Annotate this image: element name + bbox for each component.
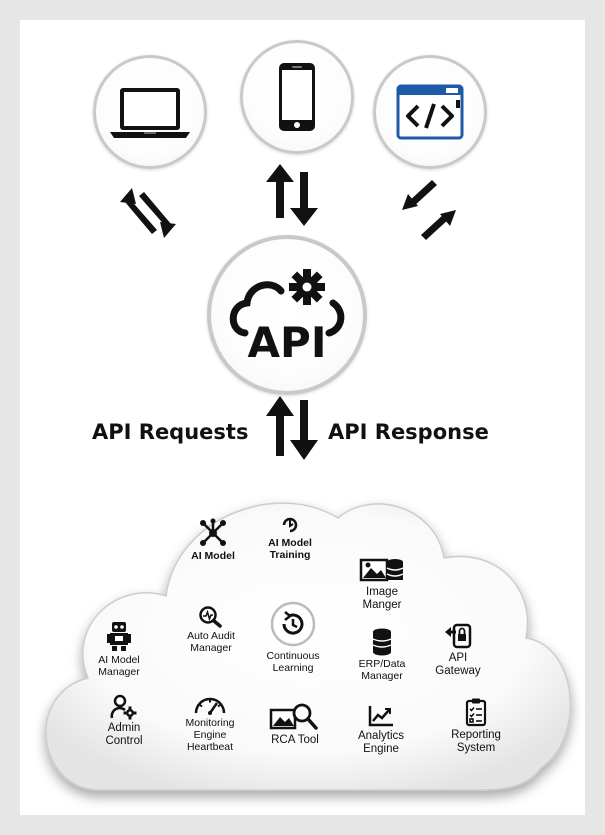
module-image-manager: Image Manger: [327, 556, 437, 612]
module-ai-model-training: AI Model Training: [235, 515, 345, 561]
audit-magnifier-icon: [199, 606, 222, 628]
arrows-phone-icon: [266, 164, 318, 226]
gauge-icon: [194, 697, 226, 715]
module-ai-model: AI Model: [158, 518, 268, 562]
database-icon: [372, 628, 392, 656]
ai-model-label: AI Model: [191, 550, 235, 562]
clipboard-checklist-icon: [465, 698, 487, 727]
module-ai-model-manager: AI Model Manager: [64, 620, 174, 678]
arrows-code-icon: [402, 180, 456, 240]
laptop-icon: [110, 88, 190, 138]
gateway-lock-icon: [445, 623, 472, 649]
module-monitoring-engine: Monitoring Engine Heartbeat: [155, 693, 265, 753]
smartphone-icon: [279, 63, 315, 131]
reporting-system-label: Reporting System: [451, 729, 501, 754]
code-client-circle: [373, 55, 487, 169]
module-rca-tool: RCA Tool: [240, 702, 350, 747]
api-gateway-label: API Gateway: [435, 652, 481, 677]
image-manager-label: Image Manger: [362, 586, 402, 611]
network-nodes-icon: [200, 518, 226, 546]
monitoring-engine-label: Monitoring Engine Heartbeat: [185, 717, 235, 753]
admin-control-label: Admin Control: [105, 722, 143, 747]
api-requests-label: API Requests: [92, 420, 249, 444]
ai-model-manager-label: AI Model Manager: [98, 654, 140, 678]
cloud-gear-icon: API: [229, 269, 345, 367]
module-auto-audit: Auto Audit Manager: [156, 606, 266, 654]
rca-tool-label: RCA Tool: [271, 734, 319, 746]
analytics-engine-label: Analytics Engine: [357, 730, 405, 755]
module-api-gateway: API Gateway: [403, 622, 513, 678]
rca-magnifier-icon: [269, 703, 318, 730]
robot-icon: [107, 622, 131, 651]
module-continuous-learning: Continuous Learning: [238, 600, 348, 674]
laptop-client-circle: [93, 55, 207, 169]
module-admin-control: Admin Control: [69, 694, 179, 748]
auto-audit-label: Auto Audit Manager: [187, 630, 235, 654]
api-response-label: API Response: [328, 420, 489, 444]
image-database-icon: [359, 558, 404, 582]
analytics-chart-icon: [368, 706, 393, 727]
cloud-shape: [45, 502, 572, 791]
phone-client-circle: [240, 40, 354, 154]
api-hub-label: API: [248, 318, 327, 367]
continuous-learning-label: Continuous Learning: [266, 650, 320, 674]
module-reporting-system: Reporting System: [421, 697, 531, 755]
api-hub-circle: API: [207, 235, 367, 395]
module-analytics-engine: Analytics Engine: [326, 704, 436, 756]
learning-refresh-icon: [270, 601, 316, 647]
erp-data-manager-label: ERP/Data Manager: [358, 658, 406, 682]
request-response-arrows-icon: [266, 396, 318, 460]
admin-user-gear-icon: [110, 694, 137, 720]
training-cycle-icon: [282, 517, 298, 533]
ai-model-training-label: AI Model Training: [268, 537, 312, 561]
arrows-laptop-icon: [120, 188, 176, 238]
platform-cloud: [26, 478, 586, 808]
code-window-icon: [396, 84, 464, 140]
module-erp-data-manager: ERP/Data Manager: [327, 628, 437, 682]
